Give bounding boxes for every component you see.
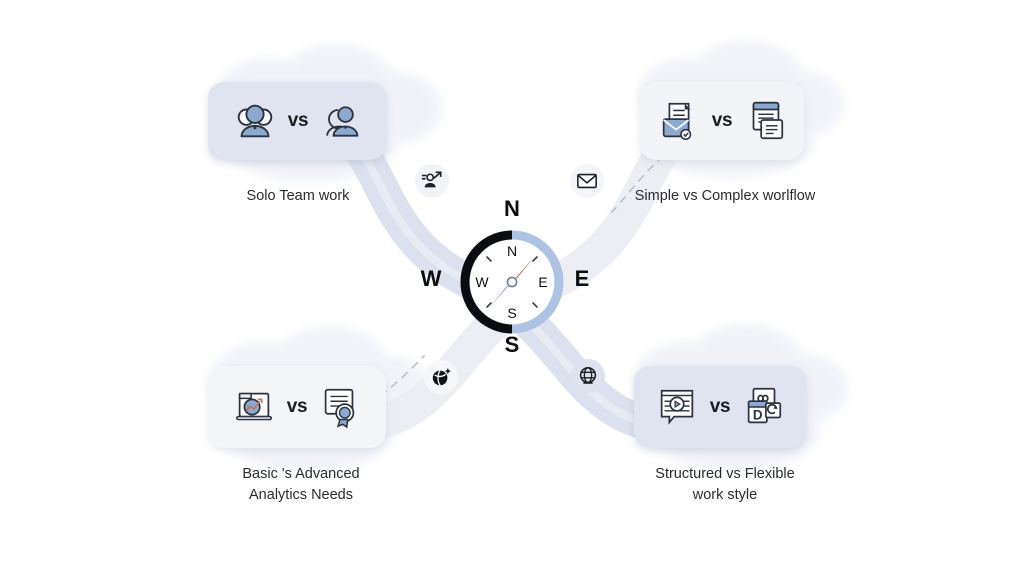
compass-dial[interactable]: N S W E [458,228,566,336]
compass-inner-south: S [507,305,516,321]
badge-globe-sparkle[interactable] [424,360,458,394]
envelope-document-icon [656,98,702,144]
stacked-documents-icon [742,98,788,144]
direction-label-east: E [574,266,590,291]
direction-label-west: W [420,266,442,291]
caption-basic-advanced-analytics: Basic 's Advanced Analytics Needs [242,466,360,503]
caption-simple-complex-workflow: Simple vs Complex worlflow [634,188,816,204]
single-person-icon [318,99,362,143]
vs-label: vs [711,110,733,131]
badge-envelope[interactable] [570,164,604,198]
badge-globe[interactable] [571,359,605,393]
compass-ticks [486,256,538,308]
vs-label: vs [286,396,308,417]
badge-user-arrow[interactable] [415,164,449,198]
app-tiles-icon: D [740,384,786,430]
direction-label-south: S [504,332,520,357]
compass-inner-north: N [507,243,517,259]
card-basic-advanced-analytics[interactable]: vs [208,366,386,448]
vs-label: vs [709,396,731,417]
user-arrow-icon [421,171,442,188]
video-player-card-icon [654,384,700,430]
caption-structured-flexible-work-style: Structured vs Flexible work style [655,466,795,503]
svg-text:D: D [753,407,763,422]
direction-label-north: N [504,196,520,221]
compass-inner-west: W [475,274,489,290]
vs-label: vs [287,110,309,131]
compass-inner-east: E [538,274,547,290]
card-solo-team-work[interactable]: vs [208,82,386,160]
document-magnifier-icon [317,384,363,430]
analytics-chart-icon [231,384,277,430]
card-simple-complex-workflow[interactable]: vs [640,82,804,160]
envelope-icon [577,173,597,189]
card-structured-flexible-work-style[interactable]: vs D [634,366,806,448]
compass-needle [488,255,536,309]
globe-sparkle-icon [432,367,452,386]
globe-icon [579,366,597,384]
caption-solo-team-work: Solo Team work [246,188,350,204]
two-people-icon [232,98,278,144]
